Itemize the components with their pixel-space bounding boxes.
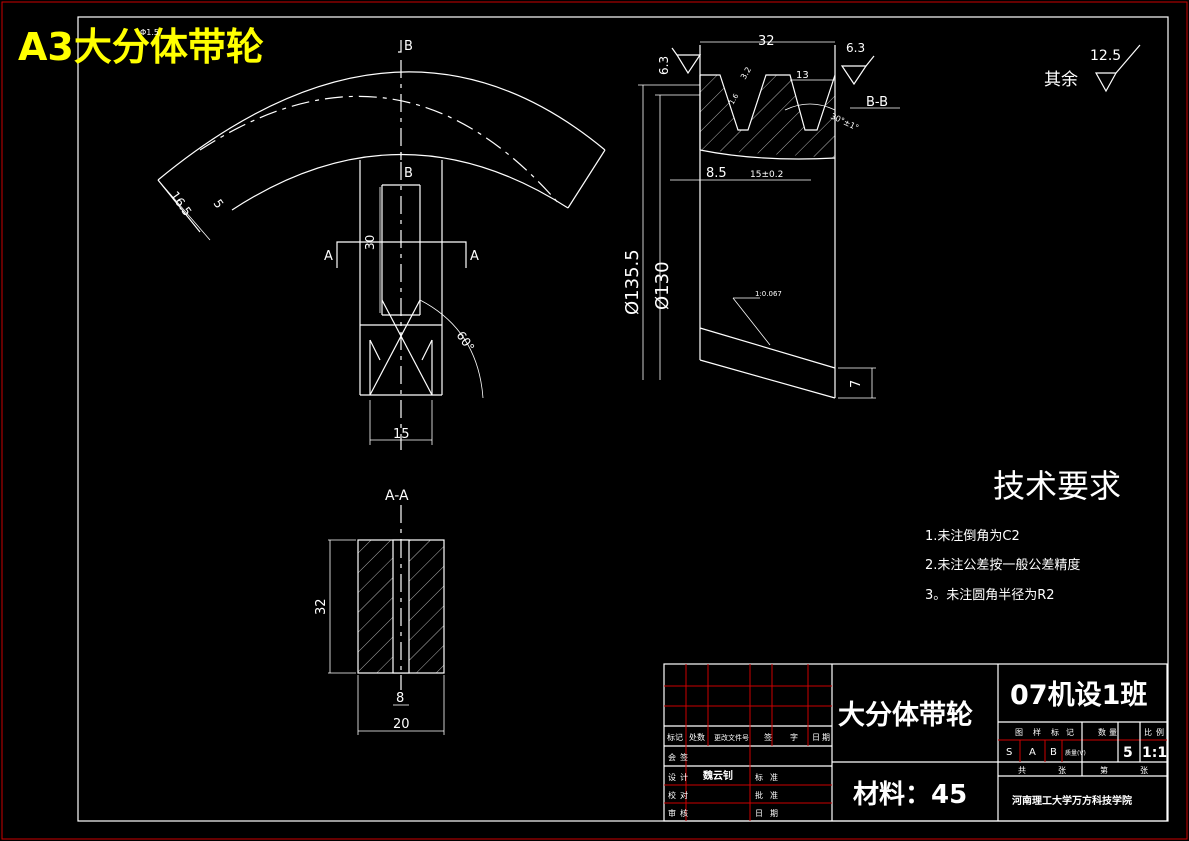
- designer-name: 魏云钊: [702, 769, 733, 782]
- bb-taper: 1:0.067: [755, 290, 782, 298]
- general-roughness: 12.5 其余: [1044, 44, 1141, 93]
- section-b-top: B: [404, 39, 413, 54]
- rough-6-3-left: 6.3: [657, 56, 671, 75]
- left-label-3: 设: [668, 772, 676, 782]
- stage-mark-mass: 质量(V): [1065, 749, 1086, 757]
- bb-label: B-B: [866, 95, 888, 110]
- mid-label-2: 准: [770, 772, 778, 782]
- drawing-frame: [77, 16, 1169, 822]
- left-label-8: 核: [680, 808, 688, 818]
- title-block: 标记 处数 更改文件号 签 字 日 期 会 签 设 计 校 对 审 核 魏云钊 …: [663, 663, 1168, 822]
- rev-h-3: 更改文件号: [714, 733, 749, 742]
- bb-dim-7: 7: [849, 380, 864, 388]
- stage-h-7: 比: [1144, 727, 1152, 737]
- mid-label-4: 准: [770, 790, 778, 800]
- stage-mark-a: A: [1029, 747, 1036, 758]
- rough-3-2: 3.2: [739, 65, 753, 81]
- bb-dim-phi135: Ø135.5: [622, 249, 643, 315]
- stage-mark-s: S: [1006, 747, 1012, 758]
- stage-h-2: 样: [1033, 727, 1041, 737]
- rev-h-6: 日: [812, 733, 820, 742]
- dim-5: 5: [211, 197, 227, 211]
- left-label-6: 对: [680, 790, 688, 800]
- dim-16-5: 16.5: [168, 189, 195, 219]
- stage-h-8: 例: [1156, 727, 1164, 737]
- front-view: B B A A 30 15 60° 16.5 5: [157, 39, 606, 450]
- stage-h-5: 数: [1098, 727, 1106, 737]
- tech-item-2: 2.未注公差按一般公差精度: [925, 557, 1080, 573]
- mid-label-1: 标: [755, 772, 763, 782]
- left-label-2: 签: [680, 752, 688, 762]
- quantity: 5: [1123, 745, 1133, 761]
- stage-h-3: 标: [1051, 727, 1059, 737]
- bb-dim-32: 32: [758, 34, 775, 49]
- general-roughness-value: 12.5: [1090, 48, 1121, 64]
- dim-15: 15: [393, 427, 410, 442]
- dim-30: 30: [363, 235, 377, 250]
- section-bb-view: 32 13 8.5 15±0.2 Ø135.5 Ø130 7 30°±1° B-…: [622, 34, 900, 399]
- bb-dim-15: 15±0.2: [750, 170, 783, 180]
- tech-item-1: 1.未注倒角为C2: [925, 529, 1020, 544]
- aa-dim-32: 32: [314, 598, 329, 615]
- sheet-label-1: 共: [1018, 766, 1026, 775]
- general-roughness-label: 其余: [1044, 70, 1078, 90]
- left-label-5: 校: [668, 790, 676, 800]
- rev-h-4: 签: [764, 732, 772, 742]
- small-note: Φ1.5: [140, 28, 159, 37]
- section-aa-label: A-A: [385, 488, 409, 504]
- bb-dim-13: 13: [796, 70, 809, 81]
- section-aa-view: A-A 32 20 8: [314, 488, 445, 735]
- part-name: 大分体带轮: [838, 700, 973, 731]
- dim-60: 60°: [454, 329, 478, 354]
- left-label-4: 计: [680, 772, 688, 782]
- mid-label-5: 日: [755, 809, 763, 818]
- stage-h-4: 记: [1066, 728, 1074, 737]
- sheet-title: A3大分体带轮: [18, 25, 264, 69]
- rev-h-5: 字: [790, 732, 798, 742]
- school-name: 河南理工大学万方科技学院: [1012, 794, 1132, 807]
- sheet-label-4: 张: [1140, 766, 1148, 775]
- section-a-left: A: [324, 249, 333, 264]
- rev-h-1: 标记: [667, 732, 683, 742]
- rough-6-3-right: 6.3: [846, 41, 865, 55]
- rev-h-2: 处数: [689, 732, 705, 742]
- sheet-label-3: 第: [1100, 765, 1108, 775]
- aa-dim-20: 20: [393, 717, 410, 732]
- left-label-7: 审: [668, 808, 676, 818]
- tech-item-3: 3。未注圆角半径为R2: [925, 588, 1055, 603]
- left-label-1: 会: [668, 752, 676, 762]
- section-a-right: A: [470, 249, 479, 264]
- class-name: 07机设1班: [1010, 680, 1147, 711]
- aa-dim-8: 8: [396, 691, 404, 706]
- section-b-bottom: B: [404, 166, 413, 181]
- tech-title: 技术要求: [993, 467, 1121, 505]
- stage-mark-b: B: [1050, 747, 1057, 758]
- stage-h-1: 图: [1015, 728, 1023, 737]
- rev-h-7: 期: [822, 733, 830, 742]
- rough-1-6: 1.6: [728, 92, 741, 106]
- bb-dim-phi130: Ø130: [652, 261, 673, 310]
- bb-dim-8-5: 8.5: [706, 166, 727, 181]
- material: 材料：45: [853, 780, 967, 810]
- tech-requirements: 技术要求 1.未注倒角为C2 2.未注公差按一般公差精度 3。未注圆角半径为R2: [925, 467, 1121, 603]
- mid-label-3: 批: [755, 790, 763, 800]
- mid-label-6: 期: [770, 809, 778, 818]
- scale: 1:1: [1142, 745, 1167, 761]
- stage-h-6: 量: [1109, 728, 1117, 737]
- sheet-label-2: 张: [1058, 766, 1066, 775]
